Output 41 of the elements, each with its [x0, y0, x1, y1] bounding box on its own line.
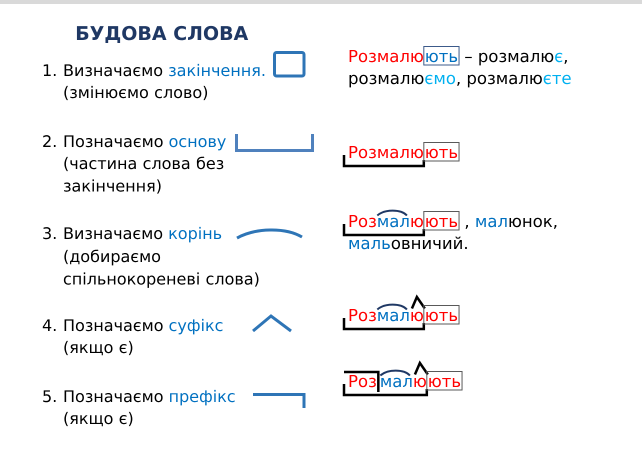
word-part: мал [381, 378, 412, 388]
key-term: основу [169, 138, 226, 150]
word-part: маль [350, 240, 390, 250]
word-part: мал [378, 312, 409, 322]
word-part: мал [476, 218, 507, 228]
note-text: (змінюємо слово) [64, 86, 208, 100]
step-text: Визначаємо [64, 227, 162, 240]
list-number: 4. [42, 319, 56, 331]
key-term: закінчення. [169, 64, 264, 76]
ending-box: ють [423, 46, 460, 66]
title: БУДОВА СЛОВА [76, 26, 248, 43]
word-part: є [555, 52, 562, 62]
note-text: (якщо є) [64, 412, 132, 426]
word-part: юнок, [510, 218, 556, 229]
list-number: 5. [43, 390, 56, 402]
ending-box: ють [423, 211, 460, 230]
example-text: , [564, 60, 567, 64]
word-part: Роз [350, 214, 376, 228]
note-text: (добираємо спільнокореневі слова) [64, 250, 258, 288]
word-part: Роз [350, 374, 376, 388]
example-text: – розмалю [465, 52, 554, 66]
ending-box: ють [423, 142, 460, 162]
step-text: Визначаємо [64, 64, 162, 76]
ending-box: ють [426, 371, 463, 390]
key-term: суфікс [169, 318, 222, 334]
ending-box: ють [423, 305, 460, 324]
key-term: корінь [170, 226, 222, 242]
word-part: єте [544, 74, 571, 84]
note-text: (частина слова без закінчення) [64, 156, 224, 194]
word-part: мал [378, 218, 409, 228]
list-number: 2. [43, 135, 56, 147]
example-text: розмалю [350, 74, 424, 88]
list-number: 3. [43, 227, 56, 240]
step-text: Позначаємо [64, 319, 163, 332]
step-text: Позначаємо [64, 135, 163, 148]
word-part: Роз [350, 308, 376, 322]
key-term: префікс [170, 390, 235, 406]
list-number: 1. [44, 64, 56, 76]
step-text: Позначаємо [64, 390, 163, 402]
example-text: , розмалю [457, 74, 542, 88]
note-text: (якщо є) [64, 340, 132, 356]
